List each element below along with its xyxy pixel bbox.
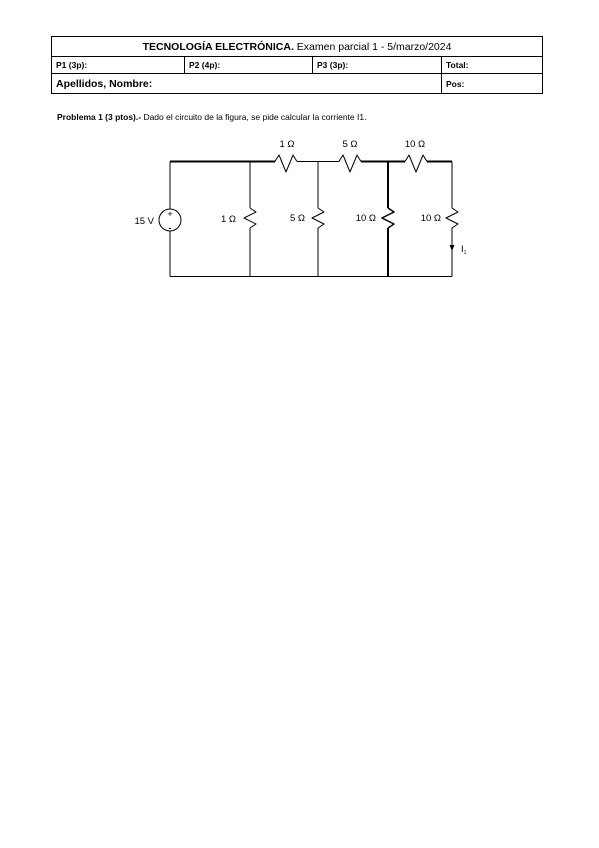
current-label-subscript: 1 [464,250,467,256]
current-label-main: I [461,244,464,255]
source-plus-sign: + [167,209,173,220]
problem-statement: Problema 1 (3 ptos).- Dado el circuito d… [57,112,366,122]
label-r-top-2: 5 Ω [342,139,357,150]
problem-text: Dado el circuito de la figura, se pide c… [141,112,367,122]
current-label: I1 [461,244,467,256]
problem-lead: Problema 1 (3 ptos).- [57,112,142,122]
exam-title-rest: Examen parcial 1 - 5/marzo/2024 [293,40,452,53]
label-r-top-3: 10 Ω [405,139,425,150]
resistor-shunt-1 [243,207,257,229]
source-minus-sign: - [168,223,171,234]
label-r-top-1: 1 Ω [279,139,294,150]
source-voltage-label: 15 V [134,216,154,227]
label-r-shunt-1: 1 Ω [221,214,236,225]
label-r-shunt-3: 10 Ω [356,213,376,224]
resistor-shunt-2 [311,207,325,229]
student-row: Apellidos, Nombre: Pos: [51,73,544,94]
exam-header-table: TECNOLOGÍA ELECTRÓNICA. Examen parcial 1… [50,36,544,94]
exam-title-bold: TECNOLOGÍA ELECTRÓNICA. [142,40,294,53]
resistor-top-2 [338,154,362,173]
student-name-field[interactable]: Apellidos, Nombre: [51,73,442,94]
position-field[interactable]: Pos: [440,73,544,94]
resistor-top-3 [404,154,428,173]
resistor-shunt-4 [445,207,459,229]
label-r-shunt-4: 10 Ω [421,213,441,224]
current-arrow-icon [449,245,455,251]
resistor-top-1 [274,154,298,173]
label-r-shunt-2: 5 Ω [290,213,305,224]
resistor-shunt-3 [381,207,395,229]
